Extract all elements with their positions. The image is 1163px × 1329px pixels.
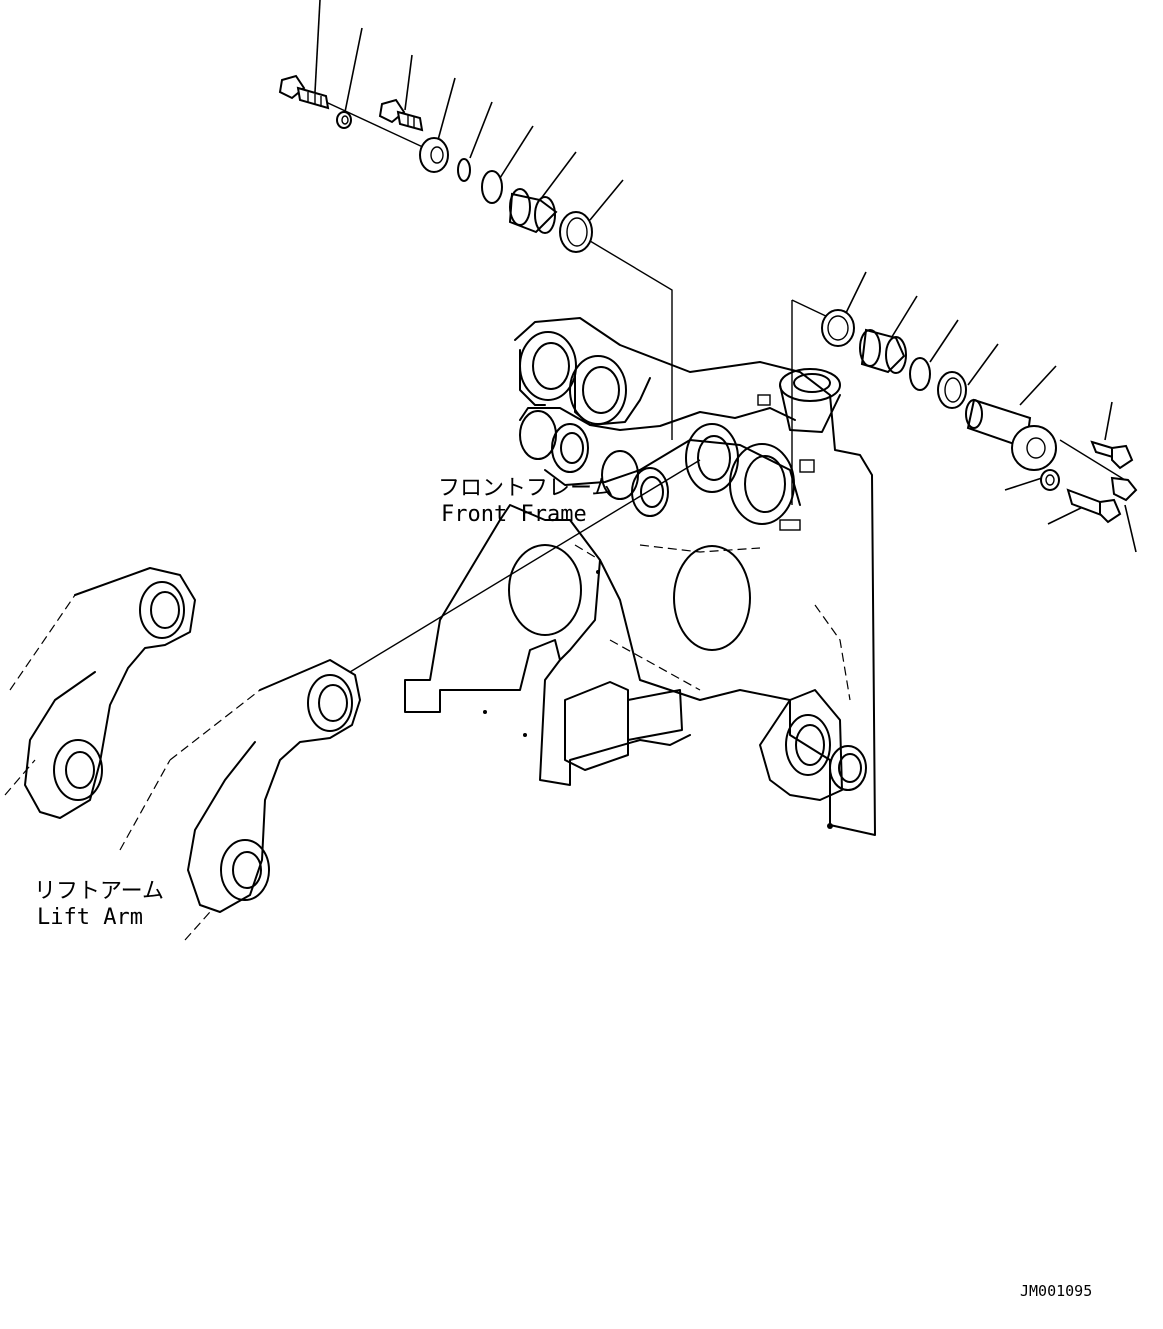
- bolt-1-icon: [278, 74, 330, 110]
- washer-2-icon: [1040, 469, 1060, 491]
- lower-pin-parts: [821, 309, 1138, 524]
- callout-leaders: [314, 0, 1137, 553]
- front-frame-label-jp: フロントフレーム: [438, 476, 613, 501]
- seal-3-icon: [937, 371, 967, 409]
- bolt-2-icon: [378, 98, 424, 132]
- bolt-5-icon: [1110, 476, 1138, 502]
- bolt-3-icon: [1090, 440, 1134, 470]
- lift-arm-drawing: [4, 567, 361, 941]
- assembly-lines: [299, 89, 1126, 673]
- front-frame-drawing: [404, 317, 876, 836]
- seal-2-icon: [821, 309, 855, 347]
- bushing-1-icon: [508, 188, 558, 234]
- seal-1-icon: [559, 211, 593, 253]
- lift-arm-label-en: Lift Arm: [37, 905, 143, 930]
- bolt-4-icon: [1066, 488, 1122, 524]
- lift-arm-label-jp: リフトアーム: [34, 879, 164, 904]
- pin-icon: [965, 398, 1057, 471]
- bushing-2-icon: [859, 328, 907, 374]
- drawing-number: JM001095: [1020, 1282, 1092, 1300]
- o-ring-3-icon: [909, 357, 931, 391]
- upper-pin-parts: [278, 74, 593, 253]
- o-ring-2-icon: [481, 170, 503, 204]
- front-frame-label-en: Front Frame: [441, 502, 587, 527]
- plate-icon: [419, 137, 449, 173]
- o-ring-1-icon: [457, 158, 471, 182]
- washer-1-icon: [336, 111, 352, 129]
